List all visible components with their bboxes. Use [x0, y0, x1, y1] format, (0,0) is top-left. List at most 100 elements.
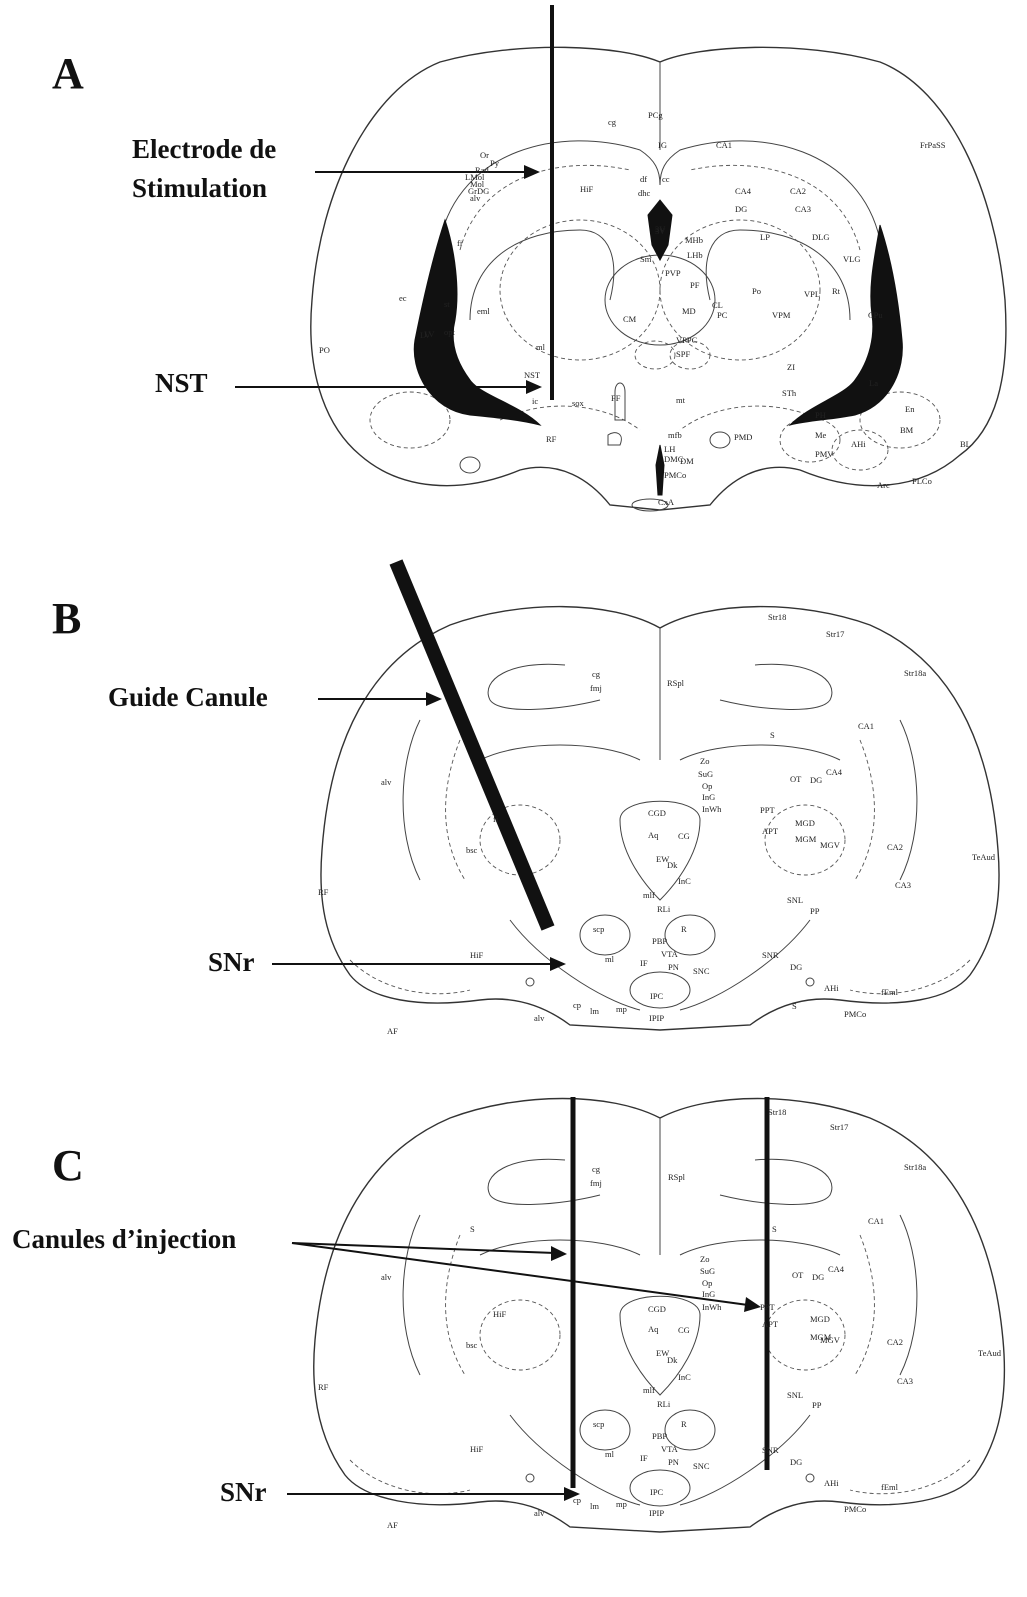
panel-c-atlas-label: SuG — [700, 1266, 715, 1276]
panel-c-atlas-label: PMCo — [844, 1504, 866, 1514]
panel-a-atlas-label: FF — [611, 393, 621, 403]
panel-a-atlas-label: alv — [470, 193, 481, 203]
panel-c-atlas-label: CG — [678, 1325, 690, 1335]
panel-a-atlas-label: BL — [960, 439, 971, 449]
panel-a-atlas-label: Me — [815, 430, 827, 440]
panel-b-atlas-label: InC — [678, 876, 691, 886]
panel-c-atlas-label: AF — [387, 1520, 398, 1530]
panel-a-atlas-label: LP — [760, 232, 770, 242]
panel-b-atlas-label: APT — [762, 826, 779, 836]
panel-b-atlas-label: OT — [790, 774, 802, 784]
panel-b-atlas-label: SNC — [693, 966, 710, 976]
panel-b-atlas-label: PMCo — [844, 1009, 866, 1019]
panel-a-atlas-label: mt — [676, 395, 686, 405]
panel-c-atlas-label: AHi — [824, 1478, 839, 1488]
panel-a-atlas-label: ic — [532, 396, 538, 406]
panel-a-atlas-label: SPF — [676, 349, 690, 359]
panel-a-atlas-label: CA4 — [735, 186, 752, 196]
panel-b-atlas-label: IF — [640, 958, 648, 968]
panel-b-atlas-label: Aq — [648, 830, 659, 840]
panel-a-atlas-label: PLCo — [912, 476, 932, 486]
callout-snr-b: SNr — [208, 947, 255, 977]
panel-c-atlas-label: VTA — [661, 1444, 679, 1454]
panel-c-atlas-label: cg — [592, 1164, 601, 1174]
panel-c-atlas-label: CA4 — [828, 1264, 845, 1274]
panel-c-atlas-label: CGD — [648, 1304, 666, 1314]
panel-c-atlas-label: Aq — [648, 1324, 659, 1334]
panel-b-atlas-label: PN — [668, 962, 679, 972]
panel-a-atlas-label: cg — [608, 117, 617, 127]
callout-electrode-line-1: Electrode de — [132, 134, 276, 164]
panel-a-atlas-label: PC — [717, 310, 728, 320]
panel-a-atlas-label: CPu — [868, 310, 883, 320]
panel-b-atlas-label: fmj — [590, 683, 602, 693]
panel-b-atlas-label: S — [792, 1001, 797, 1011]
panel-b-atlas-label: HiF — [470, 950, 484, 960]
arrowhead-canules-left — [551, 1246, 567, 1261]
panel-a-atlas-label: mfb — [668, 430, 682, 440]
panel-a-atlas-label: opt — [444, 327, 456, 337]
panel-b-atlas-label: TeAud — [972, 852, 996, 862]
arrowhead-guide — [426, 692, 442, 706]
panel-b-atlas-label: IPIP — [649, 1013, 664, 1023]
panel-b-atlas-label: Str17 — [826, 629, 844, 639]
panel-a-atlas-label: LHb — [687, 250, 703, 260]
guide-cannula — [396, 562, 548, 928]
panel-a-atlas-label: DM — [680, 456, 694, 466]
panel-b-atlas-label: SNR — [762, 950, 779, 960]
panel-c-atlas-label: MGD — [810, 1314, 830, 1324]
panel-a-atlas-label: PMCo — [664, 470, 686, 480]
panel-b-atlas-label: AF — [387, 1026, 398, 1036]
panel-b-atlas-label: InWh — [702, 804, 722, 814]
panel-c-atlas-label: InG — [702, 1289, 715, 1299]
panel-c-atlas-label: fmj — [590, 1178, 602, 1188]
arrowhead-canules-right — [744, 1297, 761, 1312]
panel-c-atlas-label: IF — [640, 1453, 648, 1463]
panel-a-atlas-label: VPL — [804, 289, 820, 299]
panel-b-atlas-label: RSpl — [667, 678, 685, 688]
callout-canules: Canules d’injection — [12, 1224, 236, 1254]
panel-a-atlas-label: CA1 — [716, 140, 732, 150]
panel-a-atlas-label: En — [905, 404, 915, 414]
panel-b-atlas-label: MGM — [795, 834, 817, 844]
callout-nst: NST — [155, 368, 208, 398]
panel-a-atlas-label: PVP — [665, 268, 681, 278]
panel-b-atlas-label: bsc — [466, 845, 478, 855]
panel-c-atlas-label: SNL — [787, 1390, 803, 1400]
panel-a-atlas-label: DG — [735, 204, 747, 214]
panel-a-atlas-label: fi — [457, 238, 463, 248]
panel-a-atlas-label: PF — [690, 280, 700, 290]
panel-a-atlas-label: STh — [782, 388, 797, 398]
panel-c-atlas-label: PP — [812, 1400, 822, 1410]
panel-c-atlas-label: alv — [534, 1508, 545, 1518]
panel-b-atlas-label: SNL — [787, 895, 803, 905]
panel-a-atlas-label: MHb — [685, 235, 703, 245]
panel-b-atlas-label: VTA — [661, 949, 679, 959]
panel-c-atlas-label: MGV — [820, 1335, 841, 1345]
ventricle-label: LV — [424, 329, 435, 339]
panel-a-letter: A — [52, 49, 84, 98]
panel-a-atlas-label: CA2 — [790, 186, 806, 196]
panel-c-atlas-label: Str18 — [768, 1107, 786, 1117]
panel-a-atlas-label: Rt — [832, 286, 841, 296]
panel-a-atlas-label: PMV — [815, 449, 834, 459]
panel-c-atlas-label: OT — [792, 1270, 804, 1280]
panel-b-atlas-label: fEml — [881, 987, 899, 997]
panel-a-atlas-label: PMD — [734, 432, 752, 442]
arrowhead-nst — [526, 380, 542, 394]
brain-section-b — [321, 607, 999, 1030]
panel-a-atlas-label: PO — [319, 345, 330, 355]
panel-a-atlas-label: Py — [490, 158, 500, 168]
panel-c-atlas-label: bsc — [466, 1340, 478, 1350]
panel-a-atlas-label: NST — [524, 370, 541, 380]
panel-b-atlas-label: PBP — [652, 936, 667, 946]
panel-b-atlas-label: scp — [593, 924, 604, 934]
panel-a-atlas-label: Arc — [877, 480, 890, 490]
callout-electrode: Electrode de Stimulation — [132, 134, 283, 203]
panel-a-atlas-label: ec — [399, 293, 407, 303]
panel-c-atlas-label: fEml — [881, 1482, 899, 1492]
panel-c-atlas-label: DG — [790, 1457, 802, 1467]
panel-b-atlas-label: CA2 — [887, 842, 903, 852]
panel-b-atlas-label: alv — [534, 1013, 545, 1023]
panel-a-atlas-label: HiF — [580, 184, 594, 194]
